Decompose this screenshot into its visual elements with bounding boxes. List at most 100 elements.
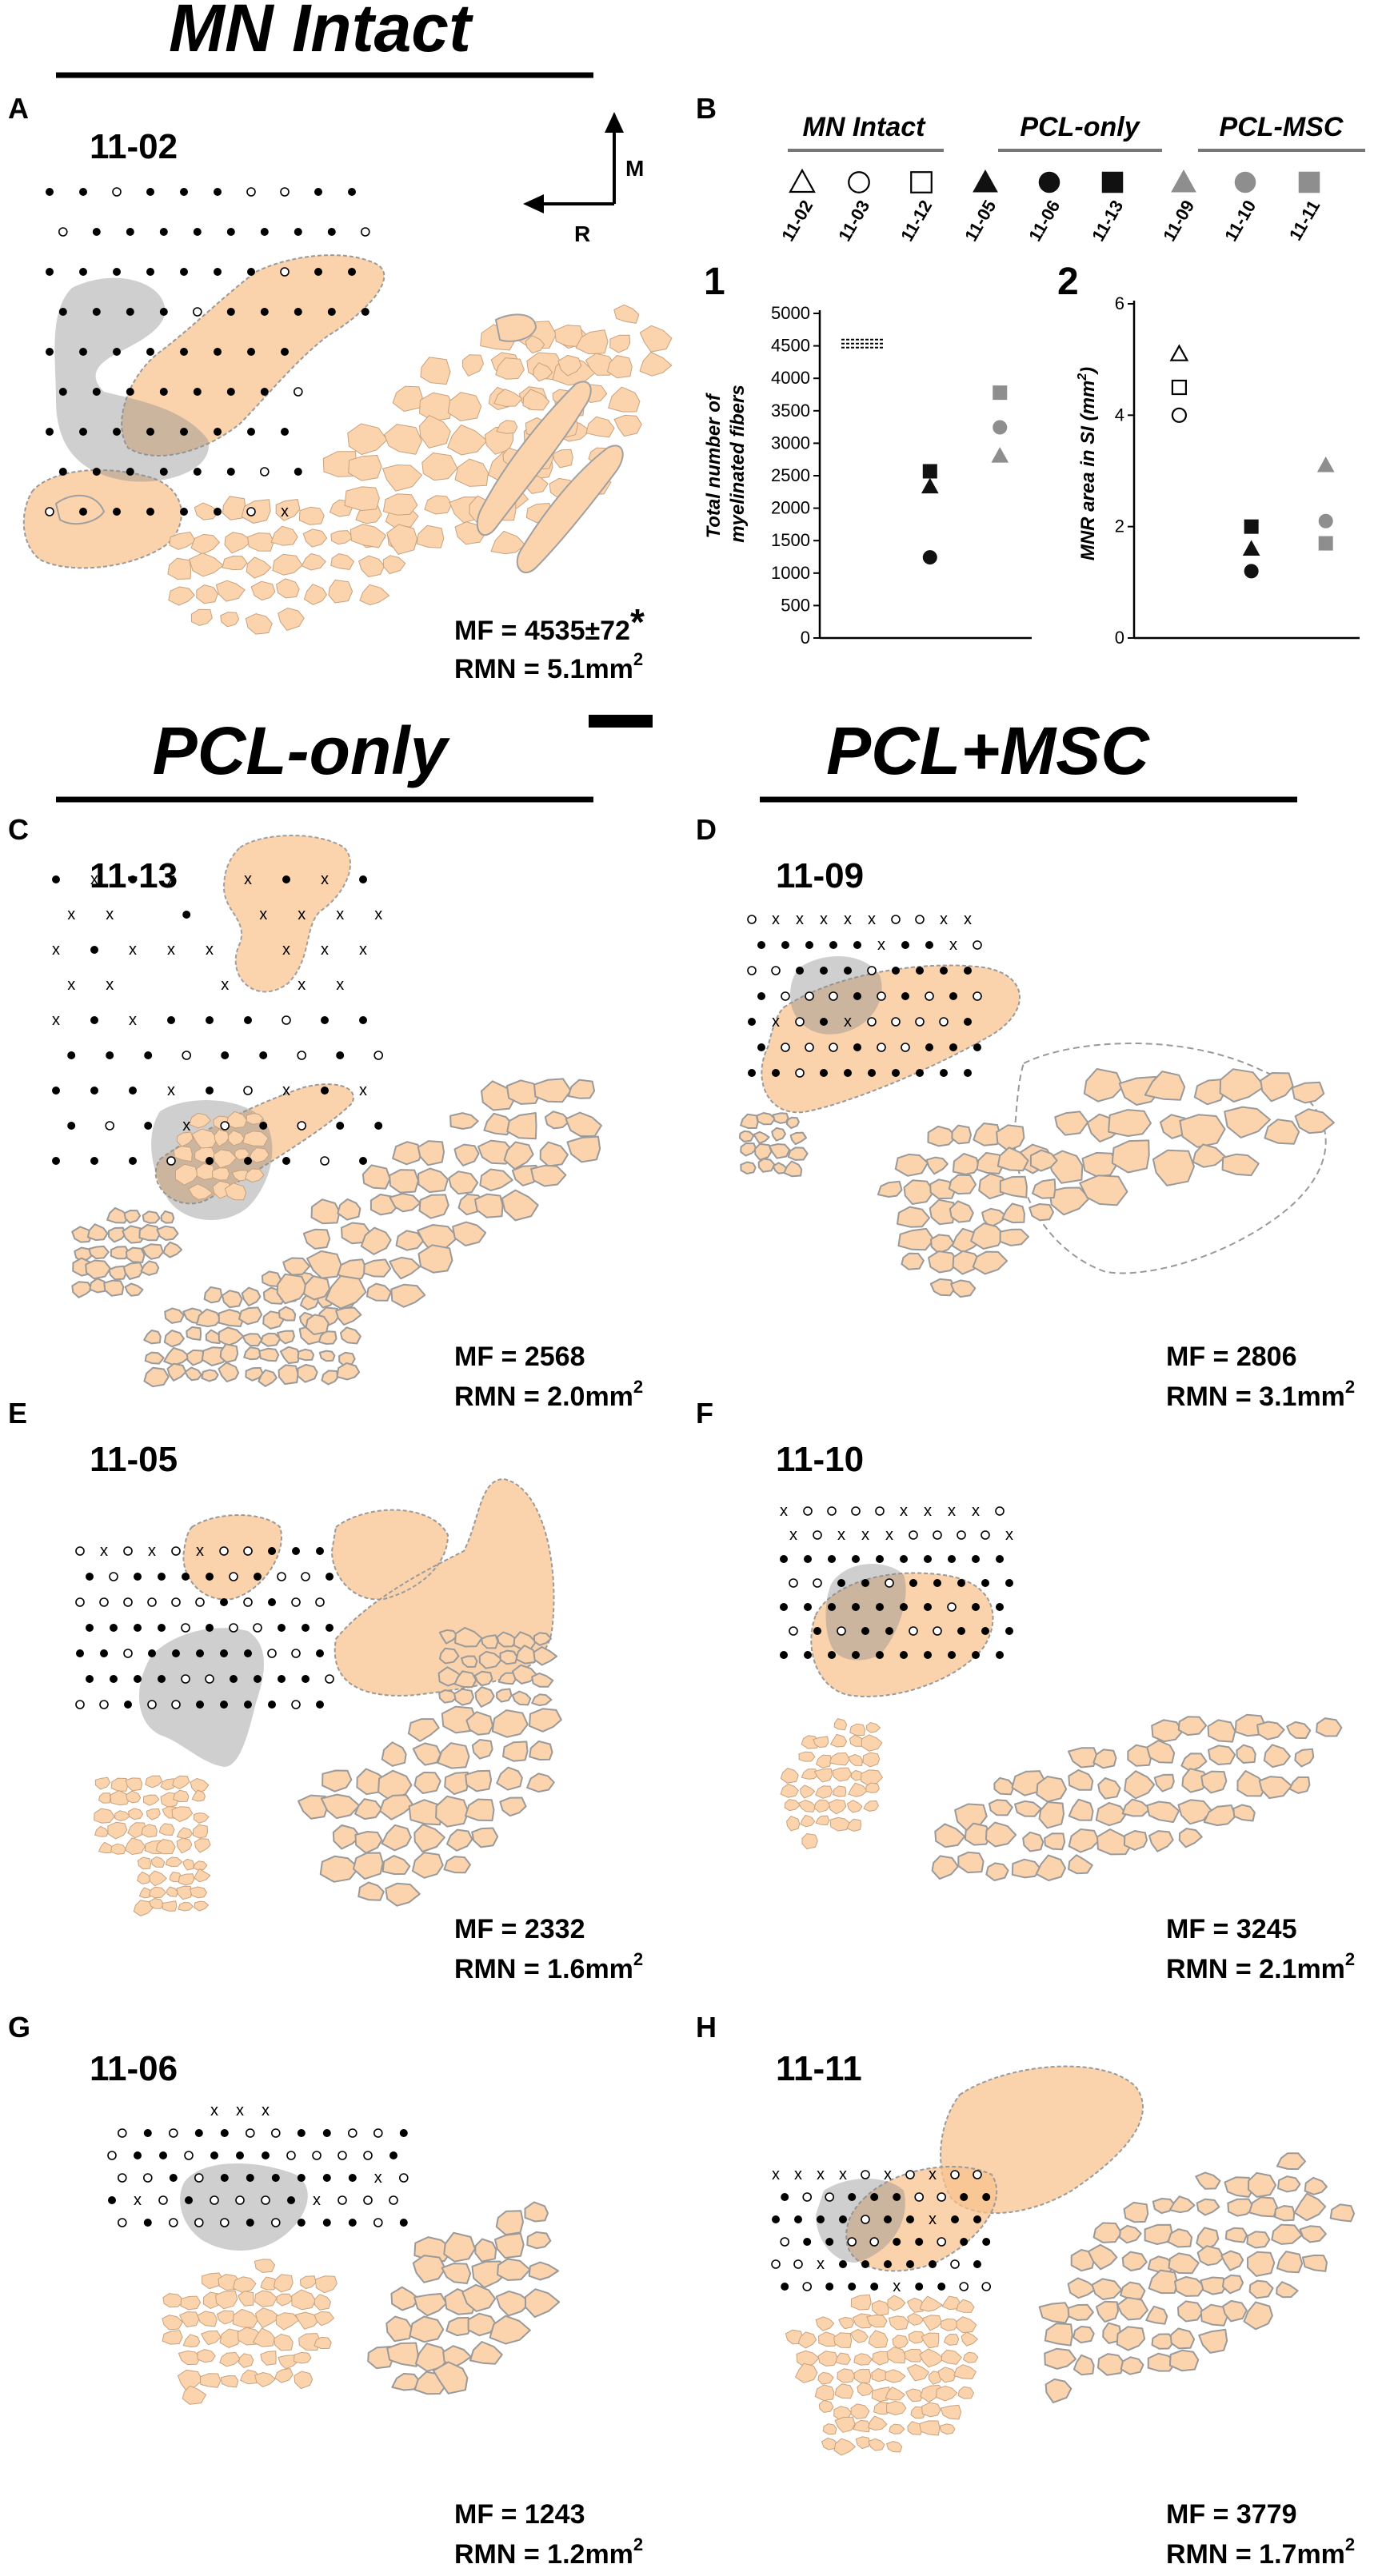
muscle-fiber — [302, 1228, 331, 1250]
map-grey-region — [816, 2179, 905, 2263]
penetration-dot-responsive — [828, 1603, 836, 1611]
muscle-fiber — [435, 1795, 469, 1828]
penetration-dot-open — [280, 267, 290, 277]
penetration-dot-open — [112, 187, 122, 197]
muscle-fiber — [941, 2295, 961, 2311]
no-response-mark: x — [52, 941, 60, 959]
penetration-dot-responsive — [848, 2193, 857, 2201]
muscle-fiber — [1118, 1075, 1160, 1106]
penetration-dot-responsive — [820, 967, 828, 975]
penetration-dot-responsive — [772, 2215, 780, 2223]
muscle-fiber — [194, 1868, 211, 1883]
muscle-fiber — [260, 2276, 278, 2291]
penetration-dot-responsive — [861, 2260, 869, 2268]
muscle-fiber — [1200, 2303, 1228, 2327]
muscle-fiber — [163, 1330, 185, 1348]
muscle-fiber — [392, 1141, 424, 1166]
muscle-fiber — [1220, 2250, 1244, 2271]
muscle-fiber — [639, 352, 673, 377]
penetration-dot-responsive — [46, 348, 54, 356]
muscle-fiber — [988, 1799, 1013, 1816]
muscle-fiber — [238, 2353, 254, 2368]
no-response-mark: x — [359, 1082, 367, 1099]
muscle-fiber — [999, 1228, 1029, 1246]
map-outline-region — [1013, 1043, 1327, 1274]
penetration-dot-open — [805, 991, 814, 1001]
penetration-dot-responsive — [948, 1555, 956, 1563]
penetration-dot-responsive — [359, 875, 367, 883]
muscle-fiber — [222, 496, 246, 520]
penetration-dot-open — [58, 227, 68, 237]
penetration-dot-responsive — [79, 508, 87, 516]
map-myotubes-f — [780, 1713, 1343, 1881]
muscle-fiber — [929, 1198, 955, 1226]
muscle-fiber — [834, 2416, 856, 2433]
penetration-dot-responsive — [79, 428, 87, 436]
muscle-fiber — [787, 1146, 809, 1161]
muscle-fiber — [1095, 2300, 1119, 2323]
muscle-fiber — [314, 2311, 334, 2327]
muscle-fiber — [897, 1227, 935, 1251]
muscle-fiber — [533, 1632, 552, 1646]
penetration-dot-responsive — [839, 2215, 847, 2223]
penetration-dot-open — [171, 1546, 181, 1556]
penetration-dot-responsive — [852, 1651, 860, 1659]
muscle-fiber — [149, 1898, 165, 1909]
stat-mf-d: MF = 2806 — [1166, 1342, 1296, 1372]
arrow-left-icon — [523, 194, 544, 213]
muscle-fiber — [927, 1125, 957, 1147]
penetration-dot-responsive — [876, 1651, 884, 1659]
penetration-dot-open — [158, 2195, 168, 2205]
sample-id-e: 11-05 — [90, 1440, 178, 1479]
muscle-fiber — [1124, 1770, 1156, 1800]
muscle-fiber — [71, 1226, 93, 1243]
no-response-mark: x — [1005, 1526, 1013, 1544]
panel-letter-e: E — [8, 1397, 27, 1430]
penetration-dot-responsive — [297, 2174, 306, 2182]
stat-rmn-d: RMN = 3.1mm2 — [1166, 1377, 1355, 1412]
muscle-fiber — [94, 1808, 115, 1824]
muscle-fiber — [107, 1226, 126, 1243]
muscle-fiber — [613, 414, 642, 437]
muscle-fiber — [481, 1080, 517, 1111]
no-response-mark: x — [67, 906, 75, 923]
muscle-fiber — [1274, 2205, 1296, 2222]
penetration-dot-open — [847, 2237, 857, 2247]
muscle-fiber — [390, 1283, 426, 1308]
muscle-fiber — [853, 2369, 872, 2383]
muscle-fiber — [298, 1794, 329, 1820]
penetration-dot-responsive — [148, 1649, 156, 1657]
penetration-dot-open — [280, 187, 290, 197]
no-response-mark: x — [359, 941, 367, 959]
no-response-mark: x — [298, 906, 306, 923]
no-response-mark: x — [313, 2191, 321, 2209]
muscle-fiber — [1180, 1753, 1208, 1772]
penetration-dot-responsive — [948, 1651, 956, 1659]
muscle-fiber — [1097, 1777, 1121, 1800]
legend-group-pcl-only: PCL-only — [1020, 112, 1140, 142]
muscle-fiber — [276, 1273, 309, 1305]
muscle-fiber — [494, 2232, 525, 2259]
penetration-dot-responsive — [113, 268, 121, 276]
penetration-dot-open — [793, 2259, 803, 2269]
muscle-fiber — [921, 2402, 941, 2418]
map-myotubes-a — [54, 304, 673, 635]
penetration-dot-responsive — [940, 1069, 948, 1077]
muscle-fiber — [163, 1346, 191, 1366]
penetration-dot-open — [291, 1597, 301, 1607]
penetration-dot-responsive — [972, 1651, 980, 1659]
muscle-fiber — [817, 2351, 839, 2367]
muscle-fiber — [822, 2423, 837, 2435]
muscle-fiber — [260, 1332, 282, 1347]
stat-rmn-g: RMN = 1.2mm2 — [454, 2534, 643, 2570]
muscle-fiber — [496, 420, 518, 434]
muscle-fiber — [395, 1230, 425, 1251]
penetration-dot-responsive — [134, 1624, 142, 1632]
muscle-fiber — [815, 2316, 835, 2331]
no-response-mark: x — [839, 2166, 847, 2183]
muscle-fiber — [861, 1734, 883, 1752]
penetration-dot-responsive — [193, 468, 202, 476]
muscle-fiber — [855, 2436, 871, 2450]
penetration-dot-responsive — [327, 308, 336, 316]
